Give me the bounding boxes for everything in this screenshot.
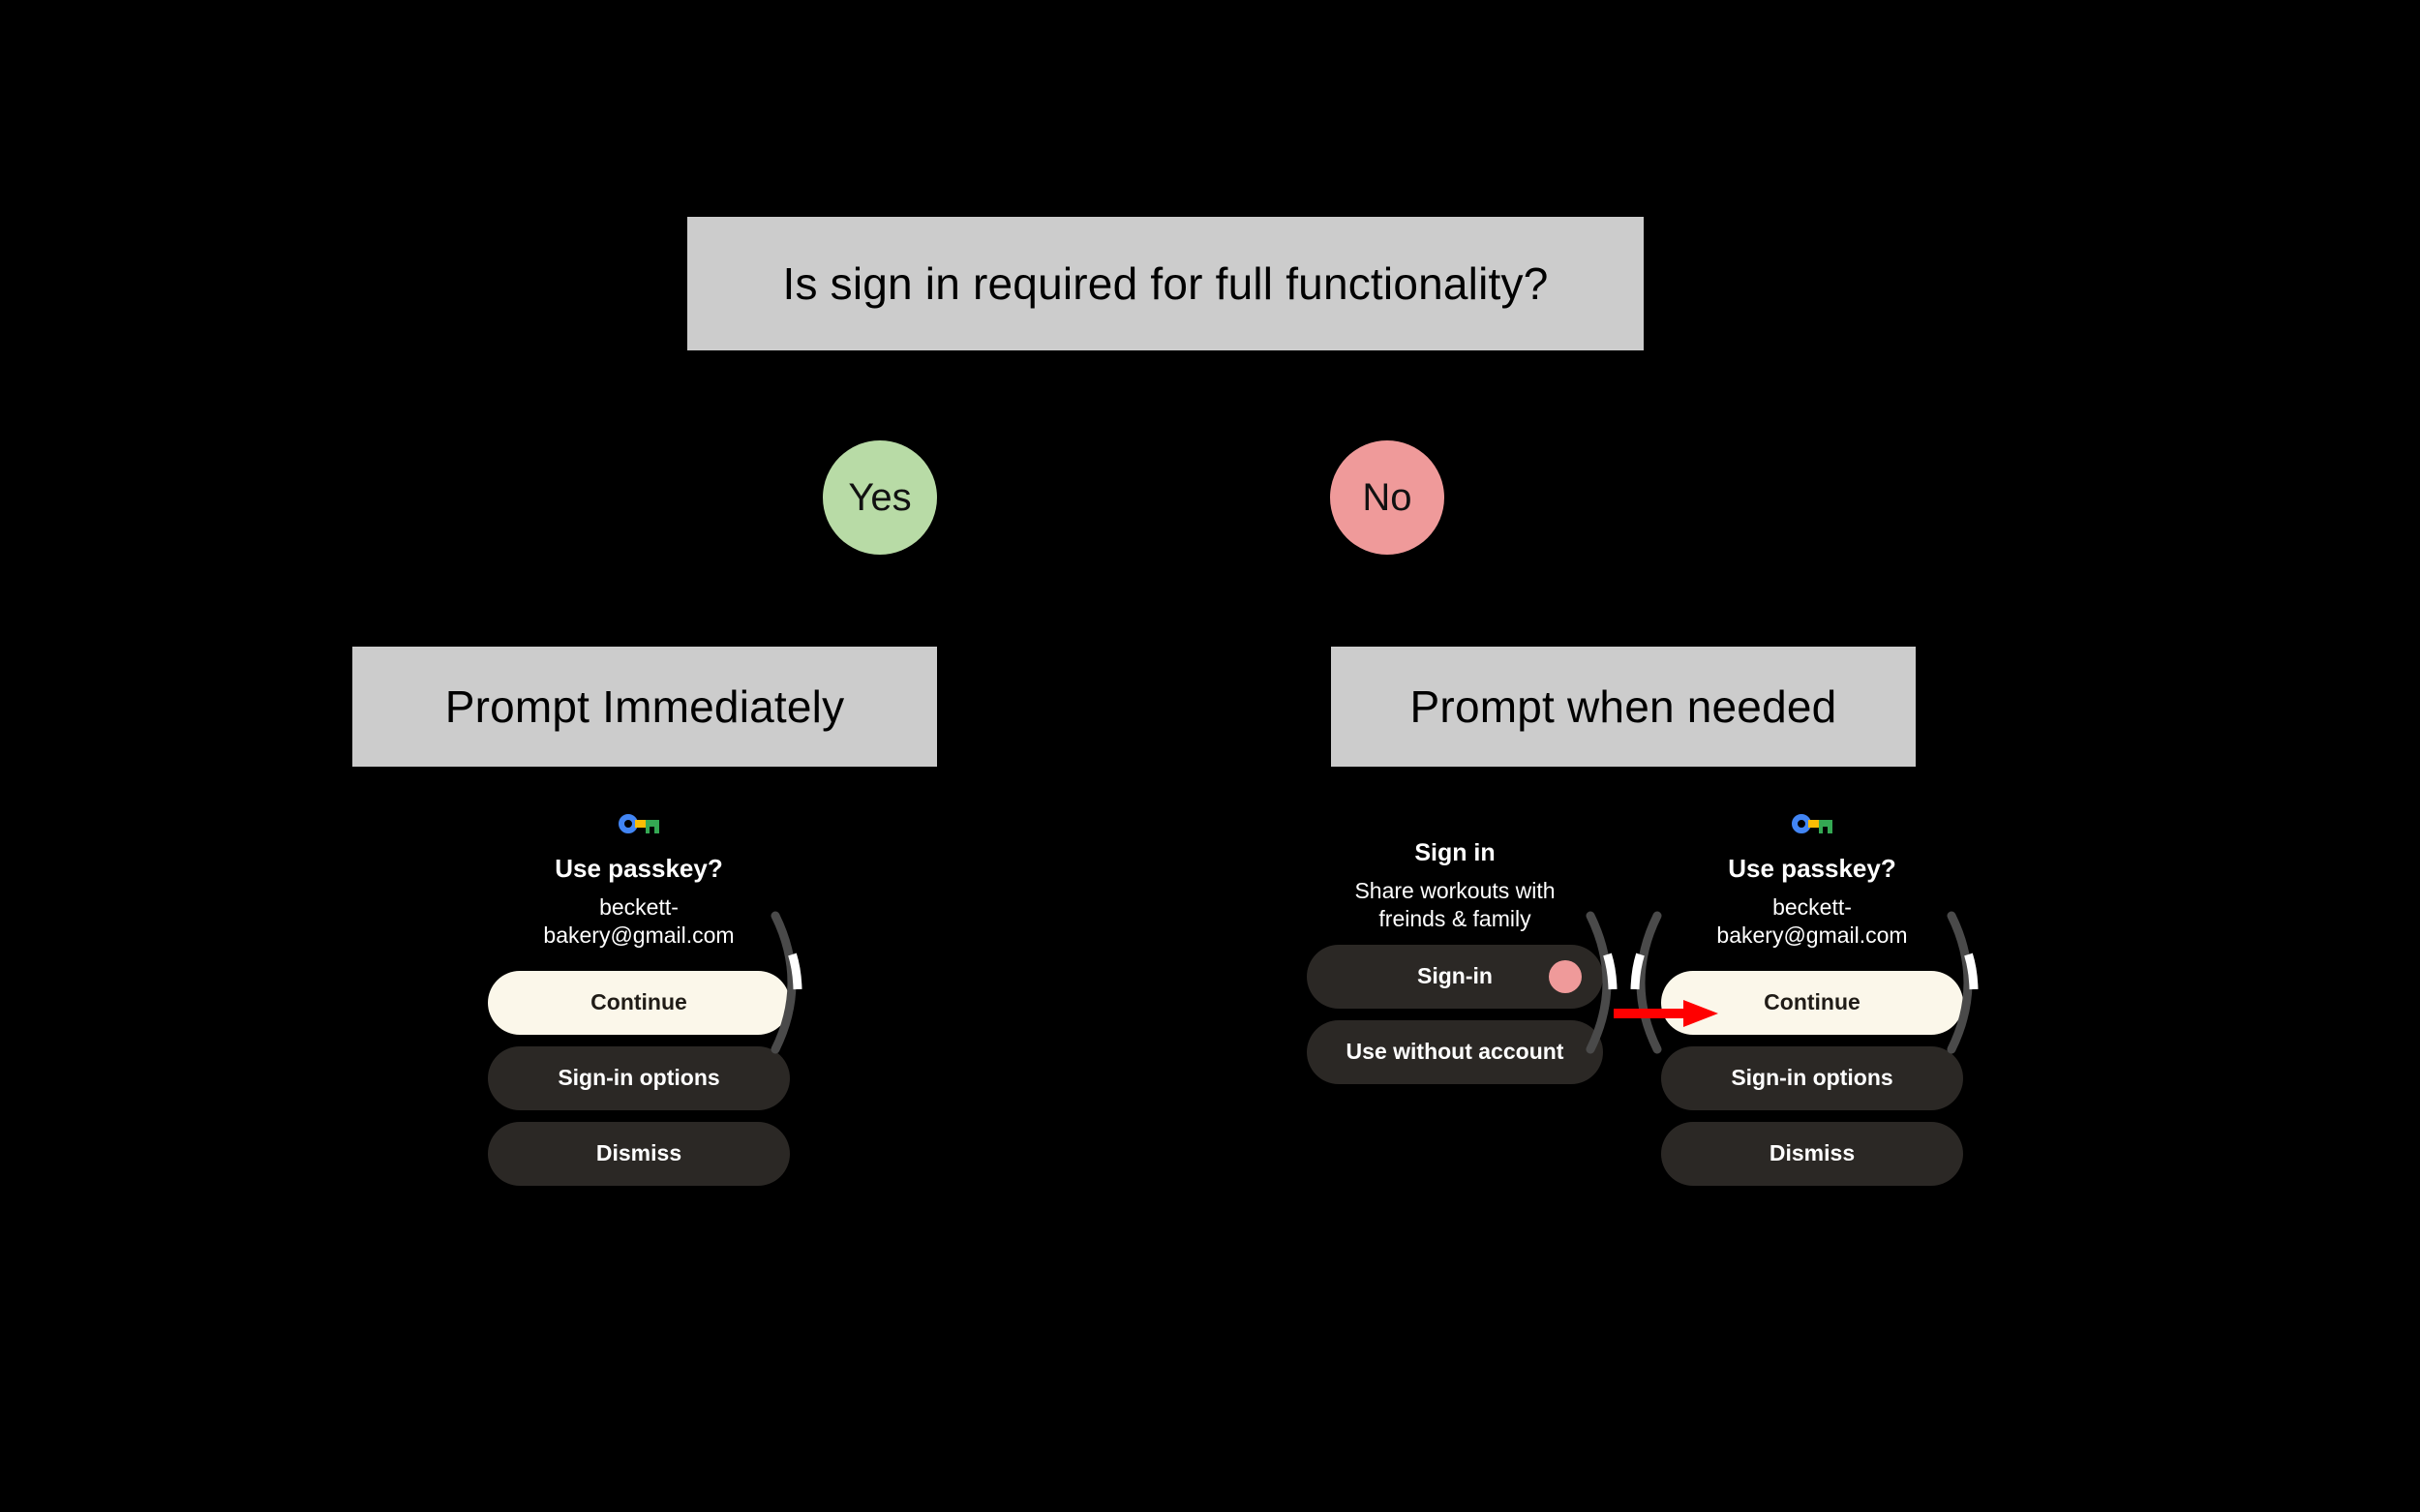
avatar (1549, 959, 1582, 993)
annotation-arrow-icon (1614, 1000, 1718, 1027)
dismiss-button[interactable]: Dismiss (488, 1121, 790, 1186)
question-node: Is sign in required for full functionali… (687, 217, 1644, 350)
dismiss-button[interactable]: Dismiss (1661, 1121, 1963, 1186)
scrollbar-thumb[interactable] (1630, 953, 1645, 990)
passkey-teeth-shape (646, 820, 659, 834)
connector-question-to-no (1165, 350, 1166, 440)
outcome-node-prompt-immediately: Prompt Immediately (352, 647, 937, 767)
outcome-node-prompt-when-needed: Prompt when needed (1331, 647, 1916, 767)
continue-button[interactable]: Continue (488, 970, 790, 1035)
sign-in-button-label: Sign-in (1417, 962, 1493, 988)
scrollbar-thumb[interactable] (1964, 953, 1979, 990)
dialog-title: Use passkey? (1728, 854, 1896, 883)
google-passkey-icon (1792, 811, 1832, 836)
passkey-teeth-shape (1819, 820, 1832, 834)
account-email: beckett-bakery@gmail.com (543, 894, 735, 948)
sign-in-button[interactable]: Sign-in (1307, 944, 1603, 1009)
passkey-shaft-shape (635, 820, 649, 828)
dialog-subtitle: Share workouts with freinds & family (1354, 878, 1556, 931)
continue-button[interactable]: Continue (1661, 970, 1963, 1035)
connector-yes-to-left-outcome (879, 555, 881, 647)
dialog-title: Use passkey? (555, 854, 723, 883)
watch-screen-signin-middle: Sign in Share workouts with freinds & fa… (1307, 811, 1603, 1084)
account-email: beckett-bakery@gmail.com (1716, 894, 1908, 948)
connector-no-to-right-outcome (1386, 555, 1388, 647)
sign-in-options-button[interactable]: Sign-in options (1661, 1045, 1963, 1110)
watch-screen-passkey-right: Use passkey? beckett-bakery@gmail.com Co… (1657, 811, 1967, 1186)
use-without-account-button[interactable]: Use without account (1307, 1019, 1603, 1084)
sign-in-options-button[interactable]: Sign-in options (488, 1045, 790, 1110)
passkey-shaft-shape (1808, 820, 1822, 828)
scrollbar-thumb[interactable] (1603, 953, 1618, 990)
branch-label-yes: Yes (823, 440, 937, 555)
watch-screen-passkey-left: Use passkey? beckett-bakery@gmail.com Co… (484, 811, 794, 1186)
google-passkey-icon (619, 811, 659, 836)
dialog-title: Sign in (1414, 839, 1496, 866)
branch-label-no: No (1330, 440, 1444, 555)
